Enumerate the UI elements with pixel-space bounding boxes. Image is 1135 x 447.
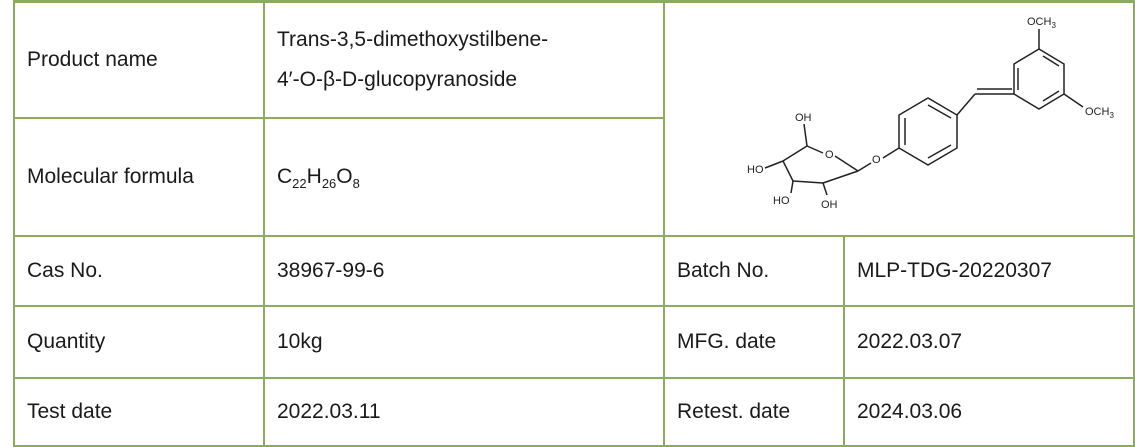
formula-oxygen-count: 8 xyxy=(352,175,360,191)
product-name-line2: 4′-O-β-D-glucopyranoside xyxy=(277,67,518,91)
formula-carbon-count: 22 xyxy=(292,175,307,191)
och3-right-label: OCH3 xyxy=(1085,106,1114,120)
chemical-structure-diagram: OCH3 OCH3 OH HO HO OH O O xyxy=(747,16,1114,211)
batch-value: MLP-TDG-20220307 xyxy=(843,235,1135,307)
test-date-value: 2022.03.11 xyxy=(263,377,665,447)
product-name-label: Product name xyxy=(13,0,265,119)
product-name-value: Trans-3,5-dimethoxystilbene- 4′-O-β-D-gl… xyxy=(263,0,665,119)
quantity-label: Quantity xyxy=(13,305,265,379)
molecular-formula-label: Molecular formula xyxy=(13,116,265,238)
certificate-table: Product name Trans-3,5-dimethoxystilbene… xyxy=(13,0,1135,447)
oh-bottom-label: OH xyxy=(821,199,838,211)
test-date-label: Test date xyxy=(13,377,265,447)
formula-hydrogen-count: 26 xyxy=(321,175,337,191)
product-name-line1: Trans-3,5-dimethoxystilbene- xyxy=(277,27,549,51)
formula-hydrogen: H xyxy=(306,164,322,188)
oh-top-label: OH xyxy=(795,112,812,124)
och3-top-label: OCH3 xyxy=(1027,16,1056,30)
ring-oxygen-label: O xyxy=(825,149,834,161)
mfg-date-value: 2022.03.07 xyxy=(843,305,1135,379)
retest-date-label: Retest. date xyxy=(663,377,845,447)
formula-carbon: C xyxy=(277,164,293,188)
batch-label: Batch No. xyxy=(663,235,845,307)
linkage-oxygen-label: O xyxy=(872,154,881,166)
quantity-value: 10kg xyxy=(263,305,665,379)
ho-left-label: HO xyxy=(747,164,764,176)
molecular-formula-value: C22H26O8 xyxy=(263,116,665,238)
mfg-date-label: MFG. date xyxy=(663,305,845,379)
ho-bottom-label: HO xyxy=(773,195,790,207)
retest-date-value: 2024.03.06 xyxy=(843,377,1135,447)
formula-oxygen: O xyxy=(336,164,353,188)
cas-value: 38967-99-6 xyxy=(263,235,665,307)
structure-cell: OCH3 OCH3 OH HO HO OH O O xyxy=(663,0,1135,237)
cas-label: Cas No. xyxy=(13,235,265,307)
